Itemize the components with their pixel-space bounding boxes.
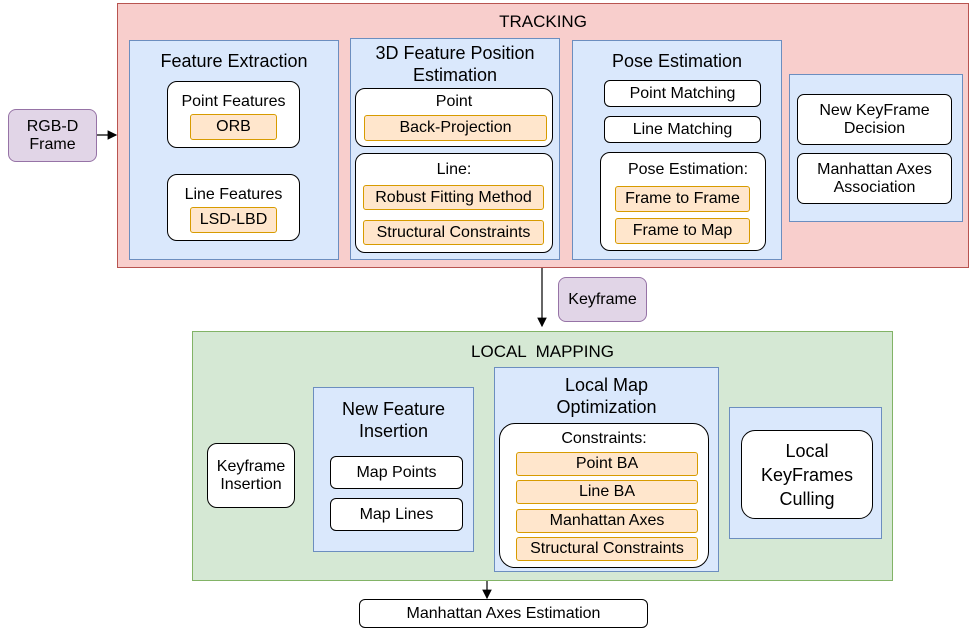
frame-to-frame-node: Frame to Frame — [615, 186, 750, 212]
line-ba-node: Line BA — [516, 480, 698, 504]
rgbd-frame-node: RGB-D Frame — [8, 109, 97, 162]
position-estimation-title: 3D Feature Position Estimation — [375, 43, 535, 85]
pose-estimation-label: Pose Estimation: — [627, 161, 749, 178]
structural-constraints-mapping-node: Structural Constraints — [516, 537, 698, 561]
new-feature-insertion-title: New Feature Insertion — [341, 399, 446, 441]
feature-extraction-block: Feature Extraction — [129, 40, 339, 260]
constraints-label: Constraints: — [561, 430, 647, 447]
point-estimation-label: Point — [435, 93, 473, 110]
map-lines-node: Map Lines — [330, 498, 463, 531]
local-map-optimization-title: Local Map Optimization — [556, 375, 657, 417]
structural-constraints-tracking-node: Structural Constraints — [363, 220, 544, 245]
tracking-title: TRACKING — [499, 12, 587, 31]
keyframe-edge-label: Keyframe — [558, 277, 647, 322]
point-features-label: Point Features — [181, 93, 286, 110]
orb-node: ORB — [190, 114, 277, 140]
manhattan-association-node: Manhattan Axes Association — [797, 153, 952, 204]
line-matching-node: Line Matching — [604, 116, 761, 143]
back-projection-node: Back-Projection — [364, 115, 547, 141]
lsd-lbd-node: LSD-LBD — [190, 207, 277, 233]
map-points-node: Map Points — [330, 456, 463, 489]
keyframes-culling-node: Local KeyFrames Culling — [741, 430, 873, 519]
line-features-label: Line Features — [184, 186, 283, 203]
point-matching-node: Point Matching — [604, 80, 761, 107]
local-mapping-title: LOCAL MAPPING — [471, 342, 614, 361]
new-keyframe-decision-node: New KeyFrame Decision — [797, 94, 952, 145]
robust-fitting-node: Robust Fitting Method — [363, 185, 544, 210]
keyframe-insertion-node: Keyframe Insertion — [207, 443, 295, 508]
pose-estimation-title: Pose Estimation — [611, 51, 743, 71]
line-estimation-label: Line: — [436, 161, 472, 178]
point-ba-node: Point BA — [516, 452, 698, 476]
manhattan-axes-node: Manhattan Axes — [516, 509, 698, 533]
manhattan-axes-estimation-node: Manhattan Axes Estimation — [359, 599, 648, 628]
feature-extraction-title: Feature Extraction — [160, 51, 308, 71]
frame-to-map-node: Frame to Map — [615, 218, 750, 244]
